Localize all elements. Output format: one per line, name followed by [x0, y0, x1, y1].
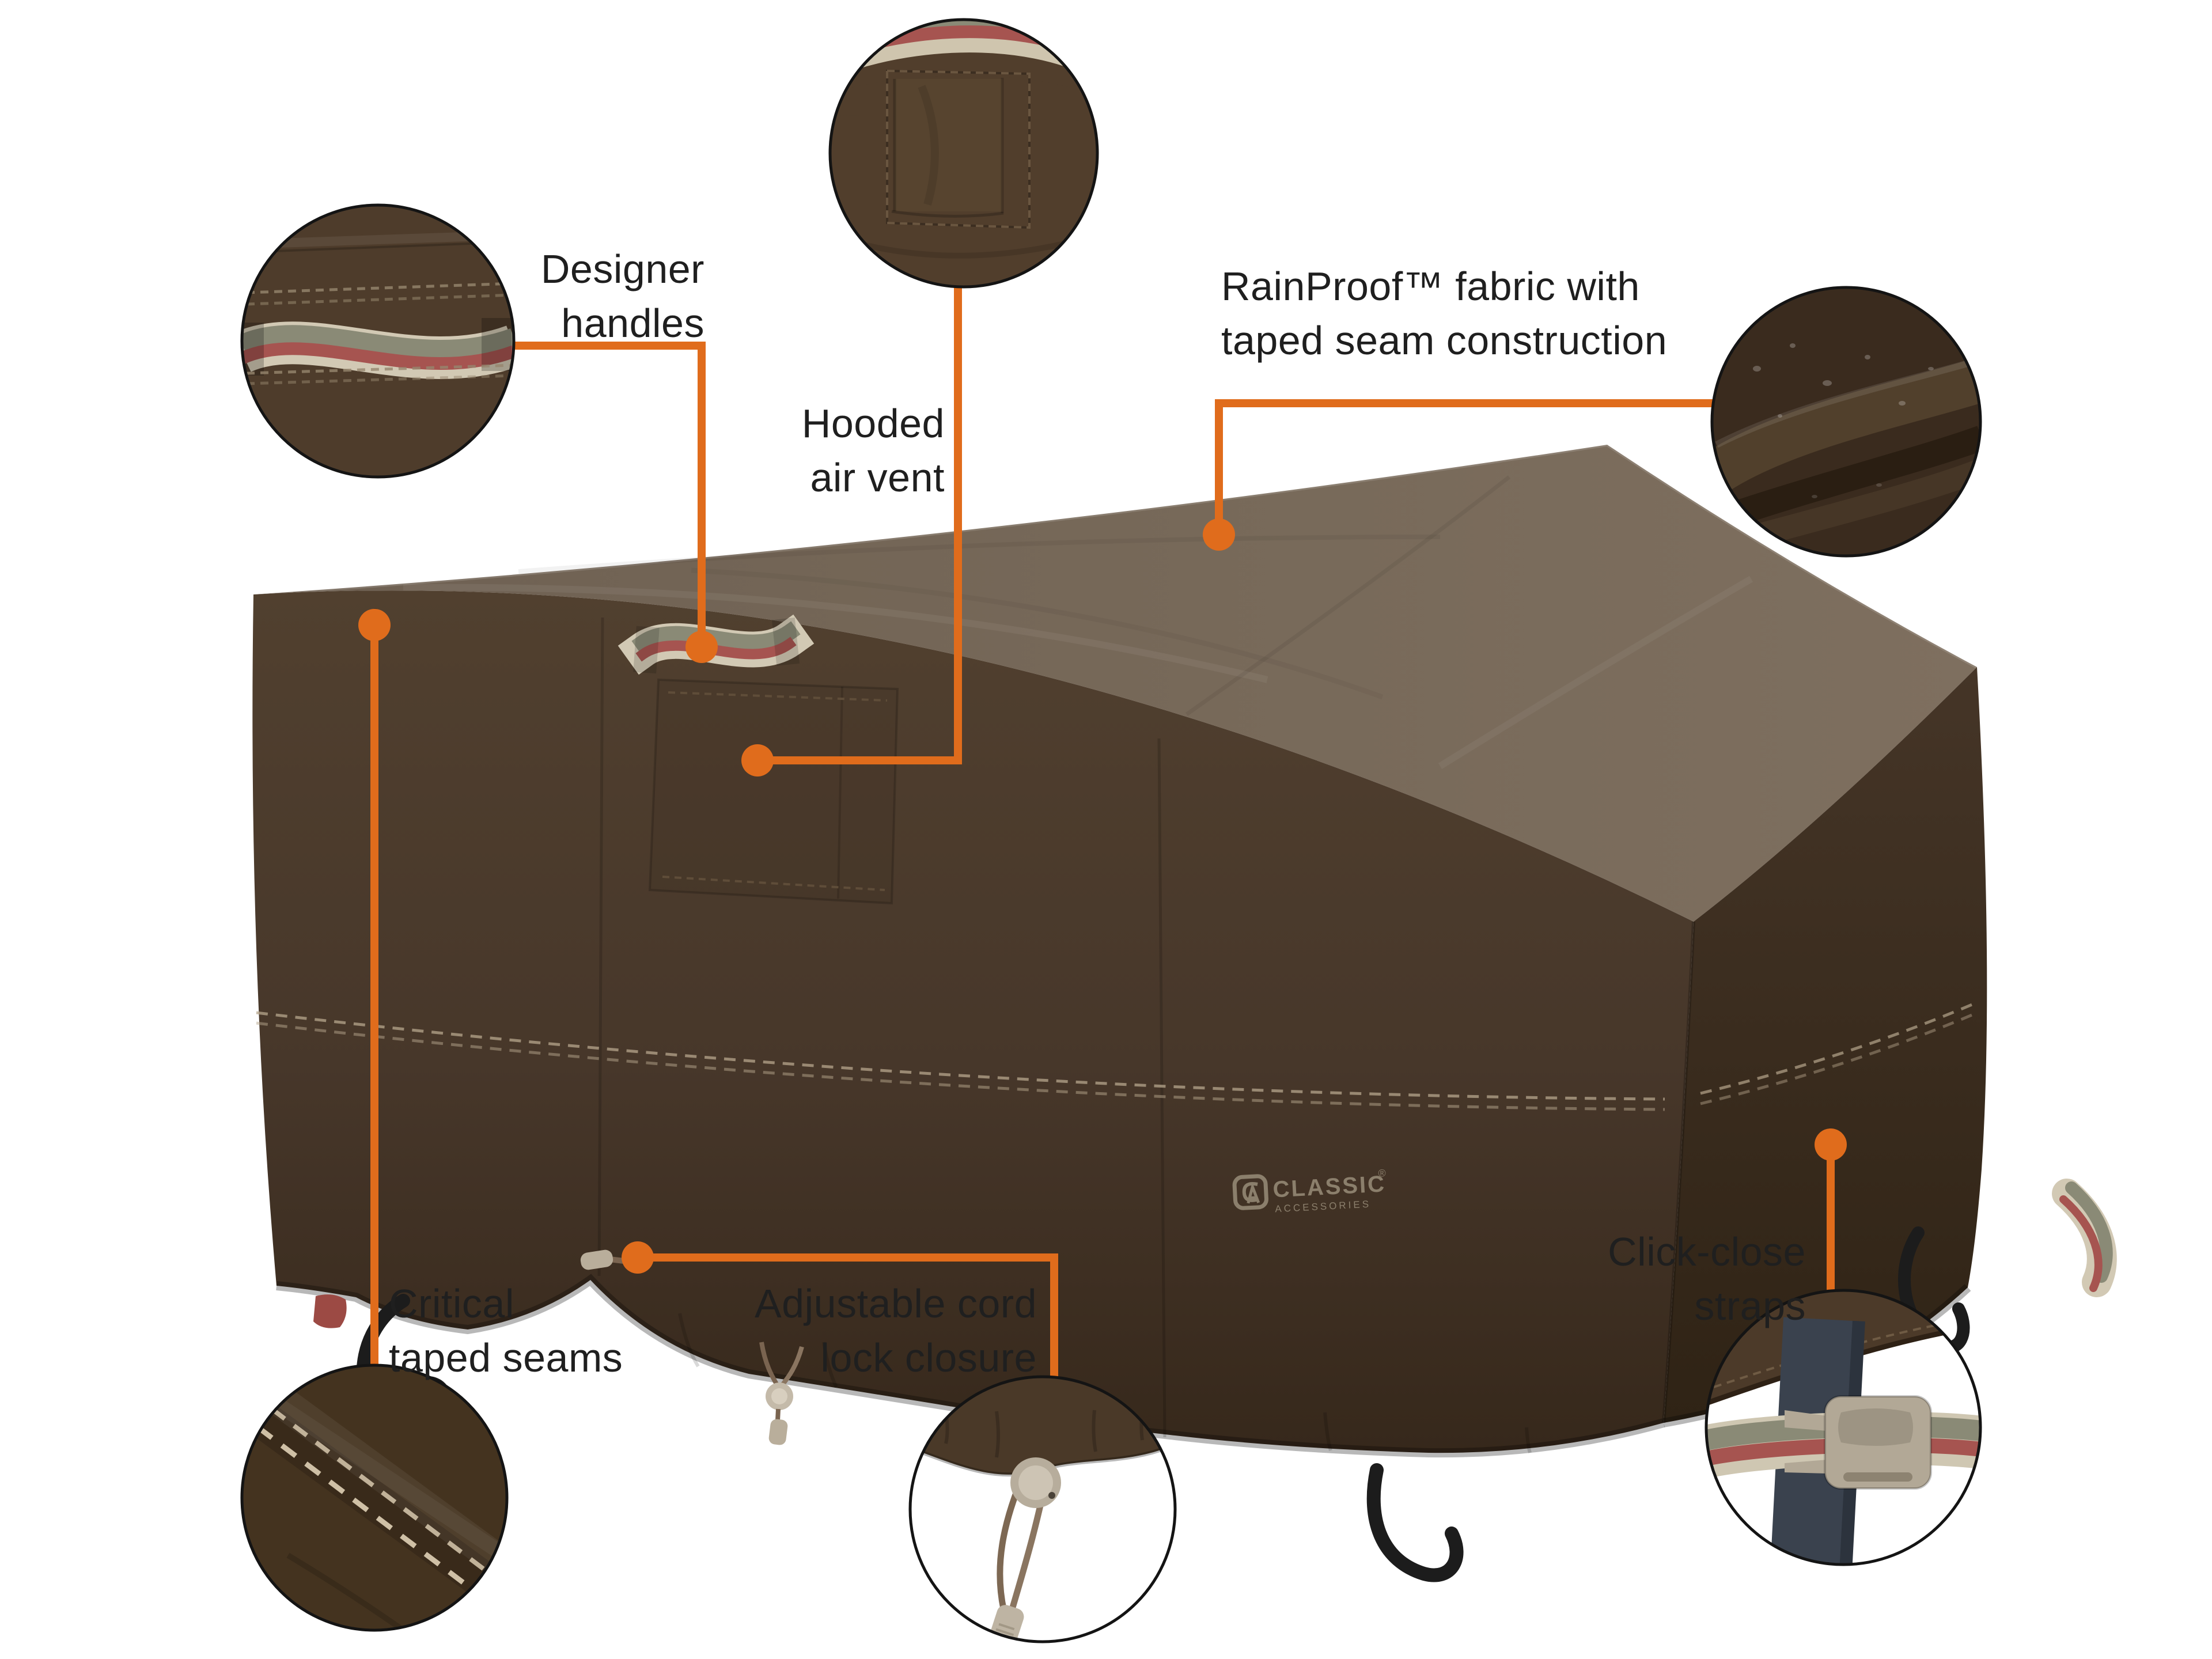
cover-photo: CLASSIC ACCESSORIES ® [252, 442, 2117, 1582]
drawcord [580, 1249, 804, 1445]
cover-front-face [252, 590, 1694, 1453]
label-rainproof-line1: RainProof™ fabric with [1221, 264, 1640, 309]
callout-connectors [370, 287, 1835, 1378]
dot-rainproof [1203, 518, 1235, 551]
detail-circle-click-close [1705, 1289, 1982, 1566]
label-click-close-line2: straps [1694, 1283, 1806, 1328]
label-click-close-line1: Click-close [1608, 1229, 1806, 1274]
connector-hooded-air-vent [757, 287, 962, 764]
connector-cord-lock [638, 1253, 1058, 1378]
dot-hooded-air-vent [741, 744, 774, 777]
stitched-seam-lines [256, 1002, 1975, 1111]
label-cord-lock: Adjustable cord lock closure [755, 1277, 1037, 1385]
label-designer-handles-line2: handles [561, 301, 704, 346]
detail-circle-cord-lock [908, 1375, 1177, 1643]
dot-critical-seams [358, 609, 391, 641]
registered-mark: ® [1378, 1167, 1386, 1179]
dot-click-close [1815, 1128, 1847, 1161]
label-critical-seams-line2: taped seams [389, 1335, 623, 1380]
label-cord-lock-line2: lock closure [820, 1335, 1037, 1380]
vent-pocket [648, 678, 899, 905]
label-hooded-air-vent: Hooded air vent [802, 396, 945, 505]
brand-name: CLASSIC [1272, 1171, 1387, 1202]
label-critical-seams-line1: Critical [389, 1281, 514, 1326]
dot-cord-lock [622, 1241, 654, 1274]
detail-circle-critical-seams [240, 1363, 509, 1632]
label-critical-seams: Critical taped seams [389, 1277, 623, 1385]
detail-circle-designer-handles [240, 203, 516, 479]
red-strap-sliver [313, 1294, 347, 1328]
buckle [1785, 1395, 1932, 1490]
dot-designer-handles [685, 631, 718, 663]
label-cord-lock-line1: Adjustable cord [754, 1281, 1037, 1326]
connector-rainproof [1215, 399, 1713, 535]
label-hooded-air-vent-line1: Hooded [801, 401, 945, 446]
callout-dots [358, 518, 1847, 1274]
hanging-strap [2052, 1179, 2117, 1297]
detail-circle-rainproof [1710, 286, 1982, 558]
label-hooded-air-vent-line2: air vent [810, 455, 945, 500]
cover-top-face [253, 445, 1977, 922]
label-click-close: Click-close straps [1608, 1225, 1806, 1333]
connector-designer-handles [513, 342, 706, 647]
label-designer-handles-line1: Designer [540, 247, 704, 291]
detail-circle-hooded-air-vent [828, 18, 1099, 289]
label-rainproof-line2: taped seam construction [1221, 318, 1668, 363]
cover-right-face [1664, 667, 1987, 1423]
top-face-wrinkles [403, 475, 1753, 770]
label-rainproof: RainProof™ fabric with taped seam constr… [1221, 259, 1667, 368]
label-designer-handles: Designer handles [541, 242, 704, 350]
